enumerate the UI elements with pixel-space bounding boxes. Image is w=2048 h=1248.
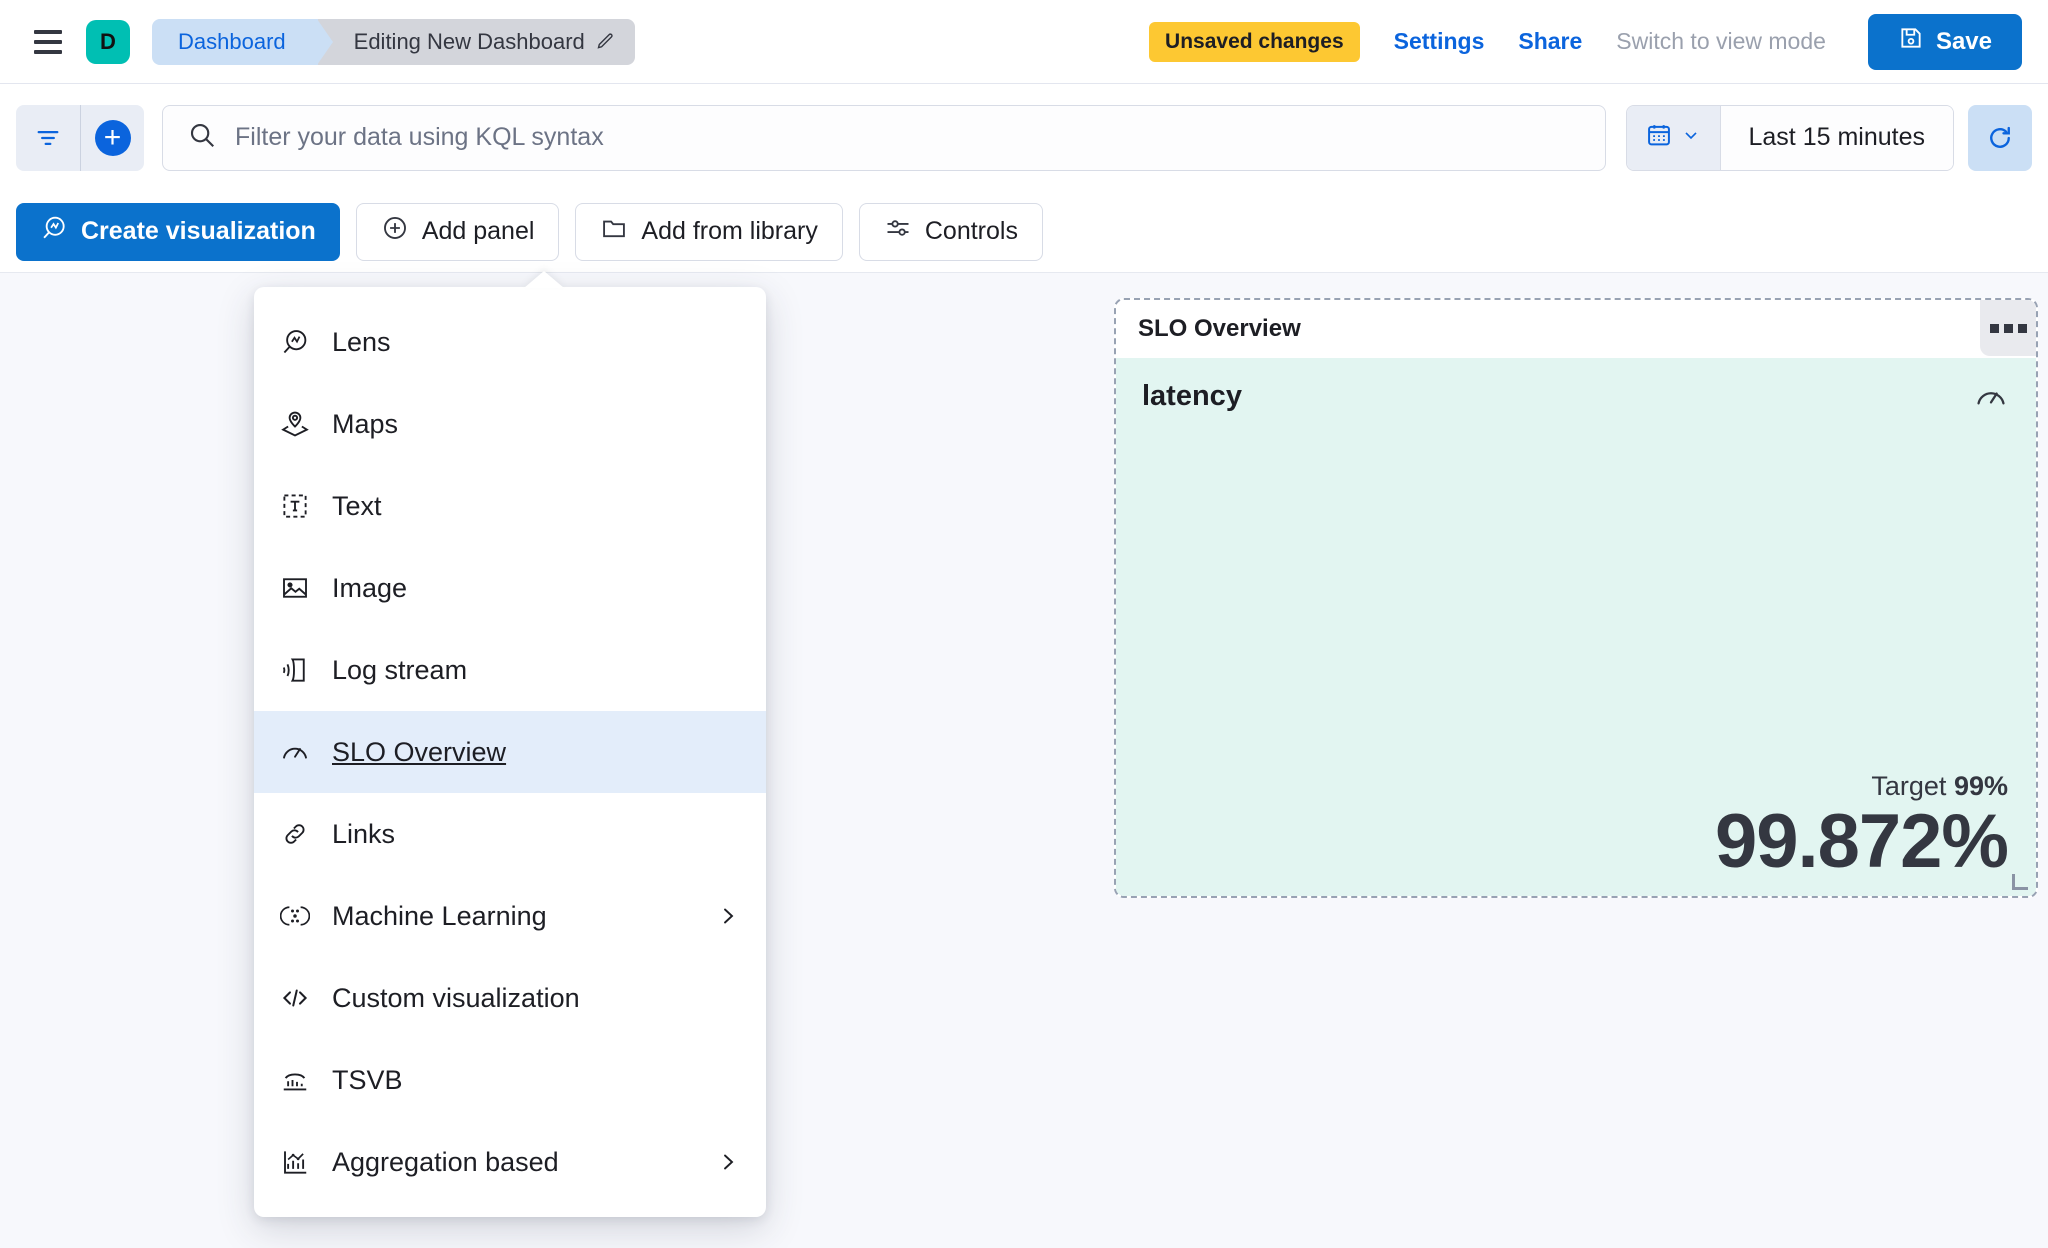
plus-circle-outline-icon <box>381 214 409 249</box>
slo-target-label: Target <box>1871 771 1947 802</box>
menu-caret <box>524 271 564 288</box>
menu-item-log-stream[interactable]: Log stream <box>254 629 766 711</box>
menu-item-lens[interactable]: Lens <box>254 301 766 383</box>
menu-item-label: Machine Learning <box>332 900 547 931</box>
menu-item-aggregation-based[interactable]: Aggregation based <box>254 1121 766 1203</box>
settings-link[interactable]: Settings <box>1393 28 1485 54</box>
menu-item-label: Image <box>332 572 408 603</box>
add-from-library-label: Add from library <box>641 217 818 245</box>
chevron-down-icon <box>1681 125 1701 150</box>
refresh-button[interactable] <box>1968 104 2032 171</box>
floppy-disk-icon <box>1898 25 1924 58</box>
save-button[interactable]: Save <box>1867 13 2022 70</box>
slo-target: Target 99% <box>1715 771 2008 802</box>
machine-learning-icon <box>280 901 310 931</box>
panel-body: latency Target 99% 99.872% <box>1116 358 2036 896</box>
controls-button[interactable]: Controls <box>858 202 1043 261</box>
menu-item-label: TSVB <box>332 1064 403 1095</box>
chevron-right-icon <box>716 1150 740 1174</box>
menu-item-label: Links <box>332 818 396 849</box>
slo-metrics: Target 99% 99.872% <box>1714 771 2009 885</box>
gauge-icon <box>1974 380 2008 419</box>
menu-item-label: Custom visualization <box>332 982 580 1013</box>
app-header: D Dashboard Editing New Dashboard Unsave… <box>0 0 2048 84</box>
dashboard-panel-slo-overview[interactable]: SLO Overview latency Target 99% 99.872% <box>1114 298 2038 898</box>
menu-item-custom-visualization[interactable]: Custom visualization <box>254 957 766 1039</box>
menu-item-label: Lens <box>332 326 391 357</box>
breadcrumb: Dashboard Editing New Dashboard <box>152 18 635 65</box>
query-bar: + Filter your data using KQL syntax <box>0 84 2048 191</box>
add-filter-button[interactable]: + <box>80 104 144 171</box>
menu-item-label: Aggregation based <box>332 1146 559 1177</box>
menu-item-label: Text <box>332 490 382 521</box>
save-button-label: Save <box>1935 27 1992 55</box>
slo-target-value: 99% <box>1953 771 2008 802</box>
menu-item-maps[interactable]: Maps <box>254 383 766 465</box>
lens-icon <box>280 327 310 357</box>
pencil-icon[interactable] <box>595 32 615 52</box>
switch-to-view-mode-link[interactable]: Switch to view mode <box>1616 28 1826 54</box>
add-panel-menu: Lens Maps Text Image <box>254 271 766 1217</box>
date-picker: Last 15 minutes <box>1625 104 1954 171</box>
menu-item-label: Maps <box>332 408 399 439</box>
menu-item-image[interactable]: Image <box>254 547 766 629</box>
menu-item-label: Log stream <box>332 654 468 685</box>
filter-icon[interactable] <box>16 105 80 171</box>
plus-circle-icon: + <box>94 119 131 156</box>
search-input-placeholder: Filter your data using KQL syntax <box>235 123 604 151</box>
add-panel-label: Add panel <box>421 217 535 245</box>
time-range-value[interactable]: Last 15 minutes <box>1720 105 1953 170</box>
header-actions: Unsaved changes Settings Share Switch to… <box>1149 13 2022 70</box>
search-input[interactable]: Filter your data using KQL syntax <box>162 104 1606 171</box>
add-panel-button[interactable]: Add panel <box>355 202 560 261</box>
breadcrumb-item-dashboard[interactable]: Dashboard <box>152 18 333 65</box>
tsvb-icon <box>280 1065 310 1095</box>
menu-item-label: SLO Overview <box>332 736 507 767</box>
folder-icon <box>600 214 628 249</box>
link-icon <box>280 819 310 849</box>
unsaved-changes-badge[interactable]: Unsaved changes <box>1149 21 1360 62</box>
create-visualization-button[interactable]: Create visualization <box>16 202 340 261</box>
slo-name: latency <box>1142 380 1242 412</box>
add-from-library-button[interactable]: Add from library <box>575 202 843 261</box>
breadcrumb-item-current[interactable]: Editing New Dashboard <box>317 18 635 65</box>
controls-label: Controls <box>924 217 1018 245</box>
calendar-icon <box>1645 121 1673 154</box>
menu-item-text[interactable]: Text <box>254 465 766 547</box>
menu-item-links[interactable]: Links <box>254 793 766 875</box>
hamburger-icon[interactable] <box>26 20 70 64</box>
panel-title: SLO Overview <box>1138 315 1301 342</box>
panel-header: SLO Overview <box>1116 300 2036 358</box>
map-marker-layers-icon <box>280 409 310 439</box>
search-icon <box>187 120 217 155</box>
menu-item-slo-overview[interactable]: SLO Overview <box>254 711 766 793</box>
chevron-right-icon <box>716 904 740 928</box>
avatar[interactable]: D <box>86 19 130 64</box>
create-visualization-label: Create visualization <box>81 217 316 245</box>
text-box-icon <box>280 491 310 521</box>
panel-context-menu-icon[interactable] <box>1980 300 2036 356</box>
code-icon <box>280 983 310 1013</box>
gauge-icon <box>280 737 310 767</box>
lens-icon <box>40 214 68 249</box>
resize-handle-icon[interactable] <box>2012 874 2028 890</box>
slo-sli-value: 99.872% <box>1714 799 2009 885</box>
date-quick-select-button[interactable] <box>1626 105 1721 170</box>
logs-icon <box>280 655 310 685</box>
breadcrumb-current-label: Editing New Dashboard <box>353 28 585 54</box>
share-link[interactable]: Share <box>1518 28 1583 54</box>
bar-chart-icon <box>280 1147 310 1177</box>
image-icon <box>280 573 310 603</box>
editor-toolbar: Create visualization Add panel Add from … <box>0 191 2048 273</box>
filter-controls: + <box>16 104 144 171</box>
menu-item-machine-learning[interactable]: Machine Learning <box>254 875 766 957</box>
sliders-icon <box>884 214 912 249</box>
menu-item-tsvb[interactable]: TSVB <box>254 1039 766 1121</box>
